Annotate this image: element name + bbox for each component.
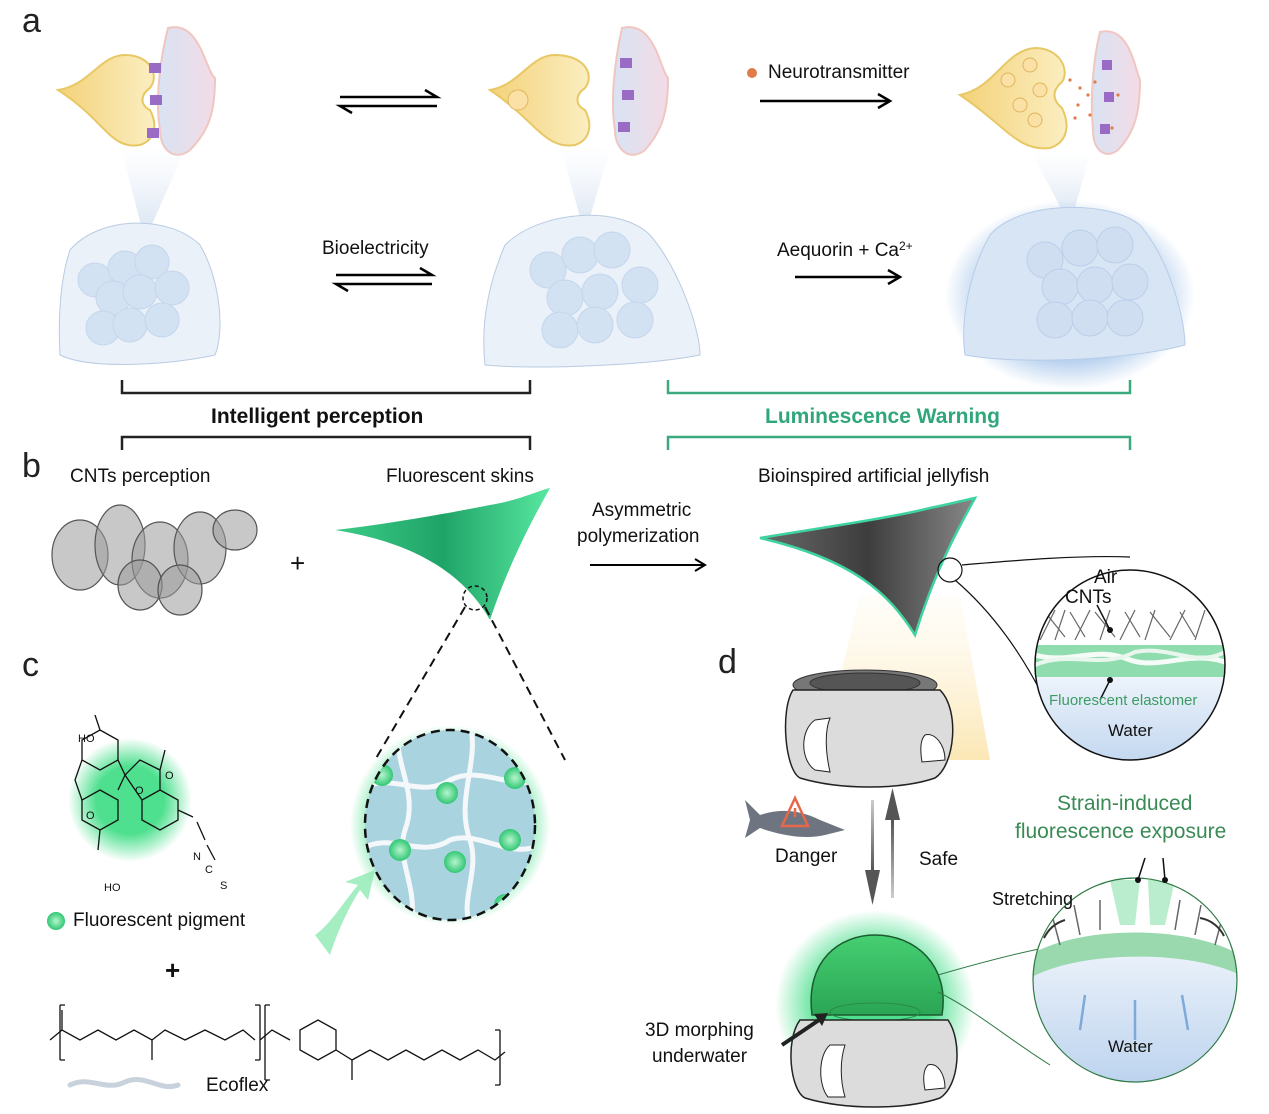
panel-label-b: b xyxy=(22,447,41,485)
arrow-neurotransmitter xyxy=(760,92,893,110)
chem-n: N xyxy=(193,851,201,863)
arrow-danger-down xyxy=(865,800,880,905)
chem-c: C xyxy=(205,864,213,876)
plus-sign-b: + xyxy=(290,548,306,578)
equilibrium-arrow-bioelectricity xyxy=(331,266,437,293)
inset-water-label: Water xyxy=(1108,721,1153,740)
bioelectricity-label: Bioelectricity xyxy=(322,238,429,259)
strain-induced-line1: Strain-induced xyxy=(1057,792,1193,815)
danger-label: Danger xyxy=(775,846,838,867)
aequorin-text: Aequorin + Ca xyxy=(777,240,899,261)
zoom-cone-1 xyxy=(120,145,185,240)
magnify-circle xyxy=(462,585,488,611)
inset-air-label: Air xyxy=(1094,567,1118,588)
aequorin-label: Aequorin + Ca2+ xyxy=(777,240,913,262)
bracket-luminescence-top xyxy=(666,380,1132,395)
intelligent-perception-label: Intelligent perception xyxy=(211,405,424,428)
fluorescent-skins-label: Fluorescent skins xyxy=(386,466,534,487)
stretch-water-label: Water xyxy=(1108,1037,1153,1056)
fluorescent-pigment-legend: Fluorescent pigment xyxy=(73,910,246,931)
neurotransmitter-legend: Neurotransmitter xyxy=(768,62,910,83)
asymmetric-label-line1: Asymmetric xyxy=(592,500,692,521)
polymer-network-circle xyxy=(363,728,537,922)
arrow-asymmetric xyxy=(590,558,707,572)
stretching-label: Stretching xyxy=(992,889,1074,909)
curved-green-arrow xyxy=(315,870,375,955)
pigment-glow xyxy=(68,738,192,862)
neuron-synapse-1 xyxy=(55,26,217,156)
zoom-cone-2 xyxy=(560,145,610,235)
inset-layer-circle xyxy=(1034,569,1226,761)
arrow-aequorin xyxy=(795,268,903,286)
equilibrium-arrow-top xyxy=(335,88,442,115)
pigment-dot-icon xyxy=(47,912,65,930)
ecoflex-strand-icon xyxy=(67,1077,181,1089)
plus-sign-c: + xyxy=(165,955,181,985)
ecoflex-legend: Ecoflex xyxy=(206,1075,269,1096)
chem-ho-bottom: HO xyxy=(104,882,121,894)
cnts-perception-label: CNTs perception xyxy=(70,466,211,487)
chem-s: S xyxy=(220,880,228,892)
chem-o-ring: O xyxy=(86,810,95,822)
arrow-safe-up xyxy=(885,788,900,898)
jellyfish-skin-gray xyxy=(759,496,978,638)
pointer-arrow-morphing xyxy=(780,1016,824,1047)
inset-cnts-label: CNTs xyxy=(1065,587,1112,608)
panel-label-d: d xyxy=(718,643,737,681)
neurotransmitter-dot-icon xyxy=(747,68,757,78)
tissue-glowing xyxy=(945,200,1195,390)
bracket-intelligent-top xyxy=(120,380,532,395)
zoom-dashed-lines xyxy=(374,606,566,761)
neuron-synapse-3 xyxy=(957,30,1142,155)
shark-warning-icon xyxy=(745,795,845,838)
inset-elastomer-label: Fluorescent elastomer xyxy=(1049,692,1198,709)
morphing-label-line1: 3D morphing xyxy=(645,1020,754,1041)
magnify-circle-jellyfish xyxy=(937,557,963,583)
cnts-mesh-illustration xyxy=(51,504,258,616)
chem-o-lactone: O xyxy=(135,785,144,797)
strain-induced-line2: fluorescence exposure xyxy=(1015,820,1227,843)
panel-label-a: a xyxy=(22,2,41,40)
asymmetric-label-line2: polymerization xyxy=(577,526,700,547)
chem-o-carbonyl: O xyxy=(165,770,174,782)
chem-ho-top: HO xyxy=(78,733,95,745)
luminescence-warning-label: Luminescence Warning xyxy=(765,405,1000,428)
panel-label-c: c xyxy=(22,646,39,684)
fluorescent-skin-sheet xyxy=(335,488,550,620)
jellyfish-dome-glowing xyxy=(775,910,975,1108)
aequorin-superscript: 2+ xyxy=(899,239,913,253)
bioinspired-label: Bioinspired artificial jellyfish xyxy=(758,466,990,487)
stretch-inset-circle xyxy=(1032,857,1238,1083)
tissue-1 xyxy=(58,222,221,365)
bracket-intelligent-bottom xyxy=(120,435,532,450)
morphing-label-line2: underwater xyxy=(652,1046,748,1067)
ecoflex-chemical-structure xyxy=(49,1004,506,1086)
bracket-luminescence-bottom xyxy=(666,435,1132,450)
fitc-chemical-structure xyxy=(74,714,216,861)
neuron-synapse-2 xyxy=(487,26,670,156)
safe-label: Safe xyxy=(919,849,959,870)
heater-device-top xyxy=(784,669,954,788)
tissue-2 xyxy=(483,214,701,368)
